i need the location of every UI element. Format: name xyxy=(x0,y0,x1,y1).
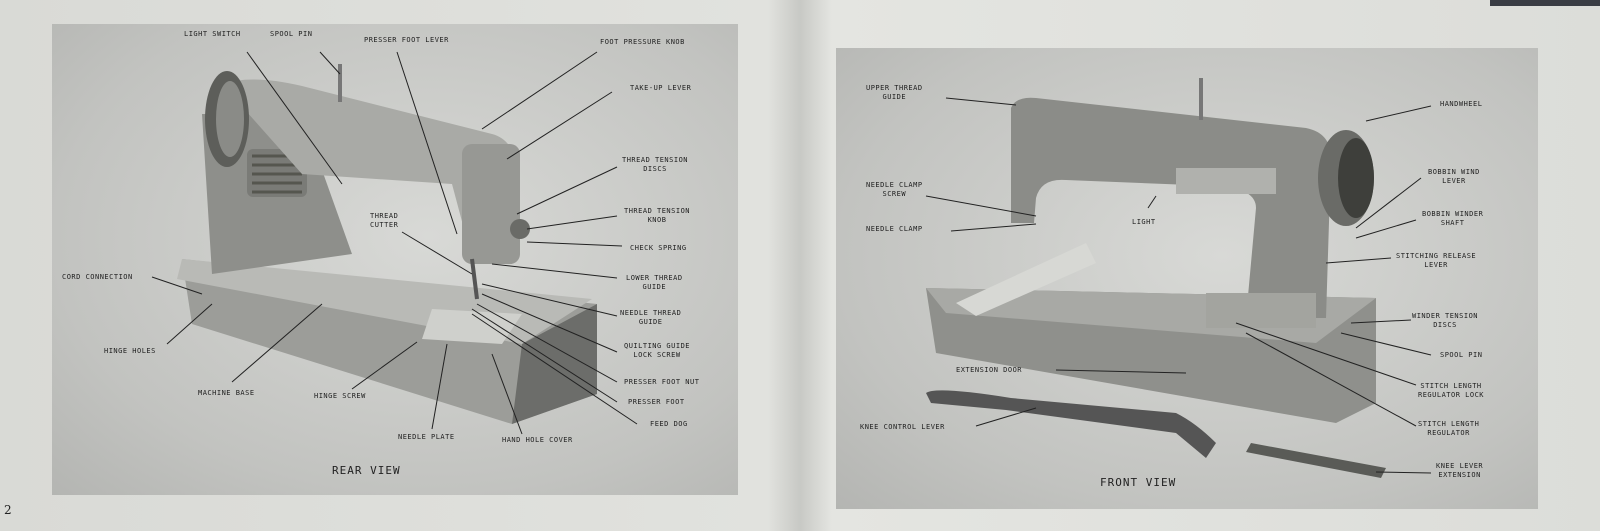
label-spool-pin-front: SPOOL PIN xyxy=(1440,351,1483,359)
label-extension-door: EXTENSION DOOR xyxy=(956,366,1023,374)
label-light: LIGHT xyxy=(1132,218,1156,226)
label-foot-pressure-knob: FOOT PRESSURE KNOB xyxy=(600,38,685,46)
label-take-up-lever: TAKE-UP LEVER xyxy=(630,84,692,92)
page-number: 2 xyxy=(4,503,12,517)
label-thread-tension-knob: THREAD TENSION KNOB xyxy=(624,207,691,224)
label-presser-foot-nut: PRESSER FOOT NUT xyxy=(624,378,700,386)
label-needle-clamp: NEEDLE CLAMP xyxy=(866,225,923,233)
label-hinge-holes: HINGE HOLES xyxy=(104,347,156,355)
label-check-spring: CHECK SPRING xyxy=(630,244,687,252)
caption-rear-view: REAR VIEW xyxy=(332,464,401,477)
label-presser-foot: PRESSER FOOT xyxy=(628,398,685,406)
label-stitch-length-regulator-lock: STITCH LENGTH REGULATOR LOCK xyxy=(1418,382,1485,399)
front-view-photo: UPPER THREAD GUIDE HANDWHEEL NEEDLE CLAM… xyxy=(836,48,1538,509)
label-lower-thread-guide: LOWER THREAD GUIDE xyxy=(626,274,683,291)
label-feed-dog: FEED DOG xyxy=(650,420,688,428)
label-knee-lever-extension: KNEE LEVER EXTENSION xyxy=(1436,462,1484,479)
label-cord-connection: CORD CONNECTION xyxy=(62,273,133,281)
label-handwheel: HANDWHEEL xyxy=(1440,100,1483,108)
label-spool-pin: SPOOL PIN xyxy=(270,30,313,38)
label-bobbin-wind-lever: BOBBIN WIND LEVER xyxy=(1428,168,1480,185)
background-strip xyxy=(1490,0,1600,6)
label-machine-base: MACHINE BASE xyxy=(198,389,255,397)
label-bobbin-winder-shaft: BOBBIN WINDER SHAFT xyxy=(1422,210,1484,227)
label-needle-clamp-screw: NEEDLE CLAMP SCREW xyxy=(866,181,923,198)
label-thread-tension-discs: THREAD TENSION DISCS xyxy=(622,156,689,173)
label-stitch-length-regulator: STITCH LENGTH REGULATOR xyxy=(1418,420,1480,437)
label-quilting-guide-lock-screw: QUILTING GUIDE LOCK SCREW xyxy=(624,342,691,359)
rear-view-photo: LIGHT SWITCH SPOOL PIN PRESSER FOOT LEVE… xyxy=(52,24,738,495)
front-machine-illustration xyxy=(925,78,1432,478)
label-stitching-release-lever: STITCHING RELEASE LEVER xyxy=(1396,252,1477,269)
label-hand-hole-cover: HAND HOLE COVER xyxy=(502,436,573,444)
label-thread-cutter: THREAD CUTTER xyxy=(370,212,399,229)
label-winder-tension-discs: WINDER TENSION DISCS xyxy=(1412,312,1479,329)
label-needle-plate: NEEDLE PLATE xyxy=(398,433,455,441)
label-needle-thread-guide: NEEDLE THREAD GUIDE xyxy=(620,309,682,326)
label-hinge-screw: HINGE SCREW xyxy=(314,392,366,400)
label-upper-thread-guide: UPPER THREAD GUIDE xyxy=(866,84,923,101)
label-knee-control-lever: KNEE CONTROL LEVER xyxy=(860,423,945,431)
label-presser-foot-lever: PRESSER FOOT LEVER xyxy=(364,36,449,44)
caption-front-view: FRONT VIEW xyxy=(1100,476,1177,489)
rear-machine-illustration xyxy=(151,51,638,435)
label-light-switch: LIGHT SWITCH xyxy=(184,30,241,38)
